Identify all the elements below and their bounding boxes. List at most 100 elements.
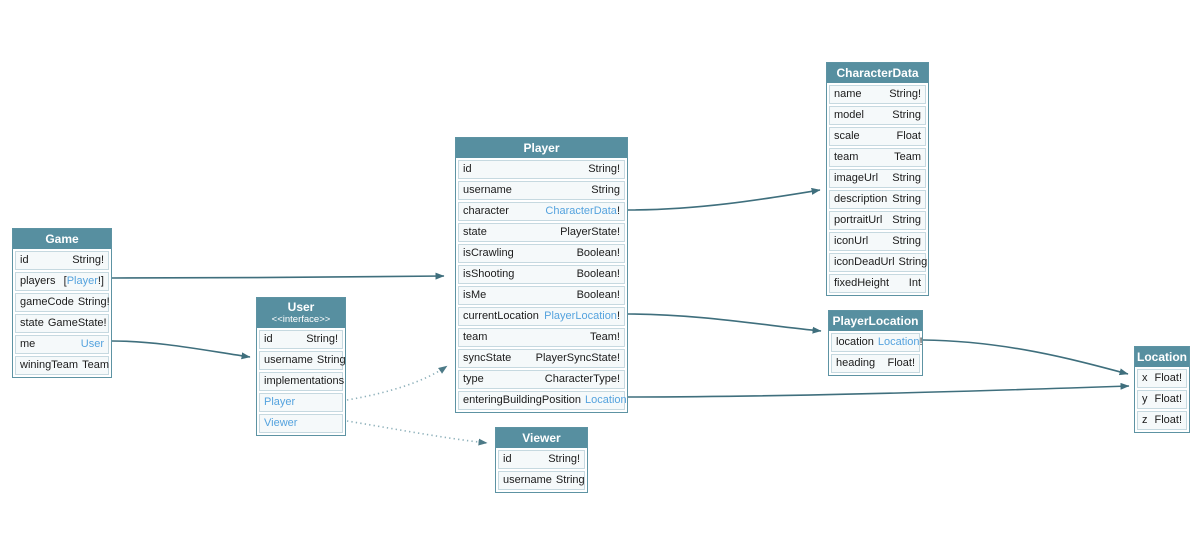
field-row[interactable]: isCrawling Boolean! [458, 244, 625, 263]
field-type: User [81, 338, 104, 351]
field-name: imageUrl [834, 172, 879, 184]
field-type: Location [585, 394, 627, 407]
type-text: String [892, 235, 921, 247]
type-text: String [591, 184, 620, 196]
type-text: String [555, 474, 585, 486]
table-header[interactable]: CharacterData [827, 63, 928, 83]
field-row[interactable]: currentLocation PlayerLocation! [458, 307, 625, 326]
field-type: CharacterType! [545, 373, 620, 386]
type-text: String [898, 256, 928, 268]
field-name: z [1142, 414, 1148, 426]
table-header[interactable]: PlayerLocation [829, 311, 922, 331]
type-text: Boolean! [576, 289, 620, 301]
relation-edge-game-me [111, 340, 251, 360]
field-name: isCrawling [463, 247, 514, 259]
table-header[interactable]: Player [456, 138, 627, 158]
field-row[interactable]: type CharacterType! [458, 370, 625, 389]
field-type: Boolean! [577, 268, 620, 281]
field-row[interactable]: Player [259, 393, 343, 412]
field-name: Viewer [264, 417, 298, 429]
field-type: String! [889, 88, 921, 101]
field-name: players [20, 275, 56, 287]
type-text: String [892, 193, 921, 205]
field-name: id [20, 254, 29, 266]
field-type: PlayerLocation! [544, 310, 620, 323]
type-text: String [892, 172, 921, 184]
type-text: Float! [1154, 414, 1182, 426]
table-title: PlayerLocation [832, 314, 919, 328]
field-name: type [463, 373, 484, 385]
table-header[interactable]: Game [13, 229, 111, 249]
table-header[interactable]: Viewer [496, 428, 587, 448]
field-name: name [834, 88, 862, 100]
field-row[interactable]: players[Player!] [15, 272, 109, 291]
field-name: id [503, 453, 512, 465]
type-link[interactable]: CharacterData [545, 205, 617, 217]
field-row[interactable]: username String [259, 351, 346, 370]
field-name: x [1142, 372, 1148, 384]
field-row[interactable]: Viewer [259, 414, 343, 433]
type-link[interactable]: Player [66, 275, 98, 287]
relation-edge-user-player [346, 365, 448, 401]
table-title: Game [45, 232, 79, 246]
type-text: Float [896, 130, 921, 142]
field-name: username [264, 354, 313, 366]
field-type: String [591, 184, 620, 197]
field-name: heading [836, 357, 876, 369]
field-row[interactable]: z Float! [1137, 411, 1187, 430]
field-name: currentLocation [463, 310, 539, 322]
table-header[interactable]: Location [1135, 347, 1189, 367]
field-type: Location! [878, 336, 923, 349]
field-row[interactable]: implementations [259, 372, 344, 391]
type-link[interactable]: Location [585, 394, 627, 406]
field-type: String [317, 354, 346, 367]
type-link[interactable]: PlayerLocation [544, 310, 617, 322]
field-name: character [463, 205, 509, 217]
type-link[interactable]: Location [877, 336, 920, 348]
field-row[interactable]: imageUrl String [829, 169, 926, 188]
field-name: id [264, 333, 273, 345]
field-row[interactable]: name String! [829, 85, 926, 104]
table-header[interactable]: User<<interface>> [257, 298, 345, 328]
field-type: Boolean! [577, 247, 620, 260]
type-link[interactable]: User [80, 338, 104, 350]
field-type: Team [894, 151, 921, 164]
field-type: Float [897, 130, 921, 143]
